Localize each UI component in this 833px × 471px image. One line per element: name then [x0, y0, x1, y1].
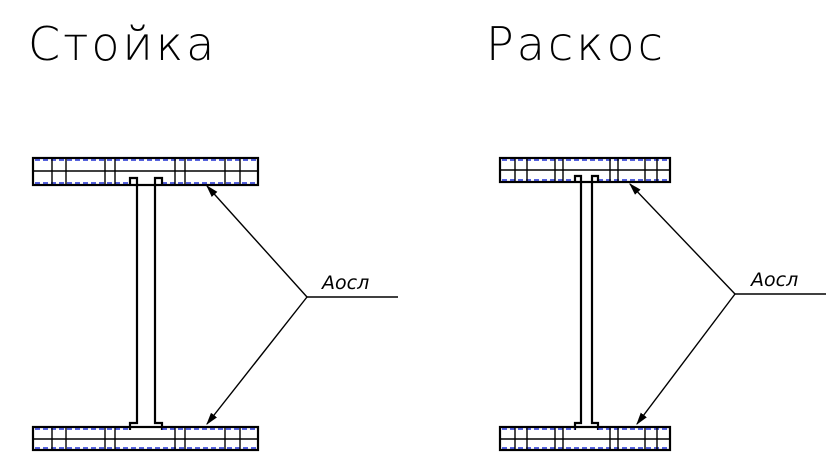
callout-label: Аосл	[320, 272, 369, 294]
section-title: Раскос	[486, 17, 666, 71]
top-flange-assembly	[31, 156, 260, 187]
callout-leader: Аосл	[206, 185, 398, 425]
callout-label: Аосл	[749, 269, 798, 291]
section-raskos: Раскос	[486, 17, 826, 452]
bottom-flange-assembly	[31, 425, 260, 452]
bottom-flange-assembly	[498, 425, 672, 452]
leader-arrow-bottom	[206, 296, 308, 425]
leader-arrow-bottom	[636, 293, 736, 426]
web-left-edge	[128, 176, 139, 430]
web	[128, 176, 164, 430]
web-left-edge	[573, 174, 583, 430]
leader-arrow-top	[206, 185, 308, 298]
leader-arrow-top	[629, 183, 736, 295]
web-right-edge	[590, 174, 600, 430]
web	[573, 174, 600, 430]
top-flange-assembly	[498, 156, 672, 184]
section-title: Стойка	[28, 17, 217, 71]
web-right-edge	[153, 176, 164, 430]
section-stoyka: Стойка	[28, 17, 398, 452]
callout-leader: Аосл	[629, 183, 826, 426]
